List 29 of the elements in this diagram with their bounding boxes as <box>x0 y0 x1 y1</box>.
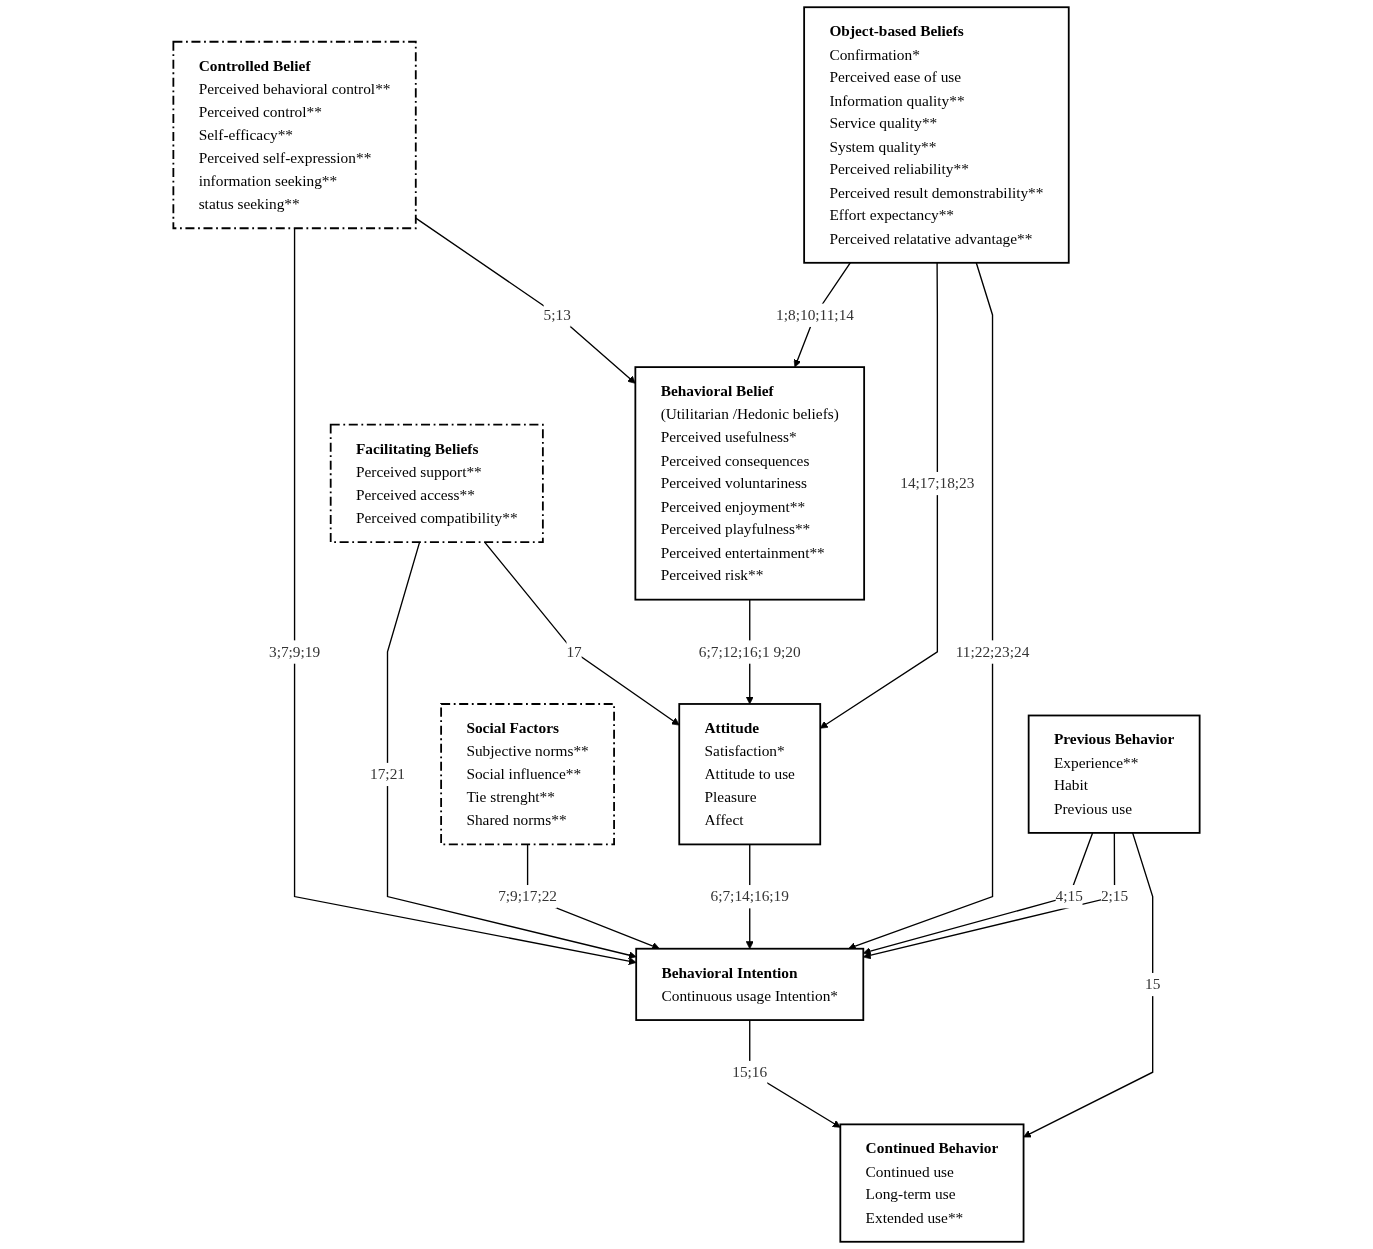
edge-label: 1;8;10;11;14 <box>776 306 854 324</box>
node-box: Continued Behavior Continued use Long-term use Extended use** <box>839 1123 1025 1243</box>
node-box: Object-based Beliefs Confirmation* Perceived ease of use Information quality** Service quality** System quality** Perceived reliability** Perceived result demonstrability** Effort expectancy** Perceived relatative advantage** <box>803 6 1070 264</box>
edge-label: 7;9;17;22 <box>498 887 558 905</box>
node-box: Attitude Satisfaction* Attitude to use Pleasure Affect <box>678 703 822 846</box>
arrow <box>415 217 636 384</box>
edge-label: 14;17;18;23 <box>900 474 975 492</box>
edge-label: 6;7;14;16;19 <box>710 887 789 905</box>
node-box: Behavioral Belief (Utilitarian /Hedonic beliefs) Perceived usefulness* Perceived consequences Perceived voluntariness Perceived enjoyment** Perceived playfulness** Perceived entertainment** Perceived risk** <box>634 366 866 601</box>
edge-label: 17 <box>566 643 582 661</box>
edge-label: 4;15 <box>1055 887 1083 905</box>
node-box: Previous Behavior Experience** Habit Previous use <box>1027 714 1201 834</box>
edge-label: 17;21 <box>370 765 405 783</box>
edge-label: 3;7;9;19 <box>268 643 321 661</box>
arrow <box>293 227 637 965</box>
edge-label: 2;15 <box>1100 887 1129 905</box>
arrow <box>848 262 994 950</box>
edge-label: 15 <box>1145 975 1161 993</box>
edge-label: 5;13 <box>543 306 571 324</box>
node-box: Behavioral Intention Continuous usage Intention* <box>635 947 865 1021</box>
edge-label: 15;16 <box>732 1063 768 1081</box>
arrow <box>483 541 680 726</box>
node-box: Controlled Belief Perceived behavioral control** Perceived control** Self-efficacy** Perceived self-expression** information seeking** status seeking** <box>172 40 417 230</box>
arrow <box>386 541 637 960</box>
node-box: Social Factors Subjective norms** Social influence** Tie strenght** Shared norms** <box>440 703 615 846</box>
arrow <box>1023 832 1154 1138</box>
node-box: Facilitating Beliefs Perceived support** Perceived access** Perceived compatibility** <box>329 423 544 543</box>
edge-label: 6;7;12;16;1 9;20 <box>698 643 801 661</box>
edge-label: 11;22;23;24 <box>955 643 1030 661</box>
